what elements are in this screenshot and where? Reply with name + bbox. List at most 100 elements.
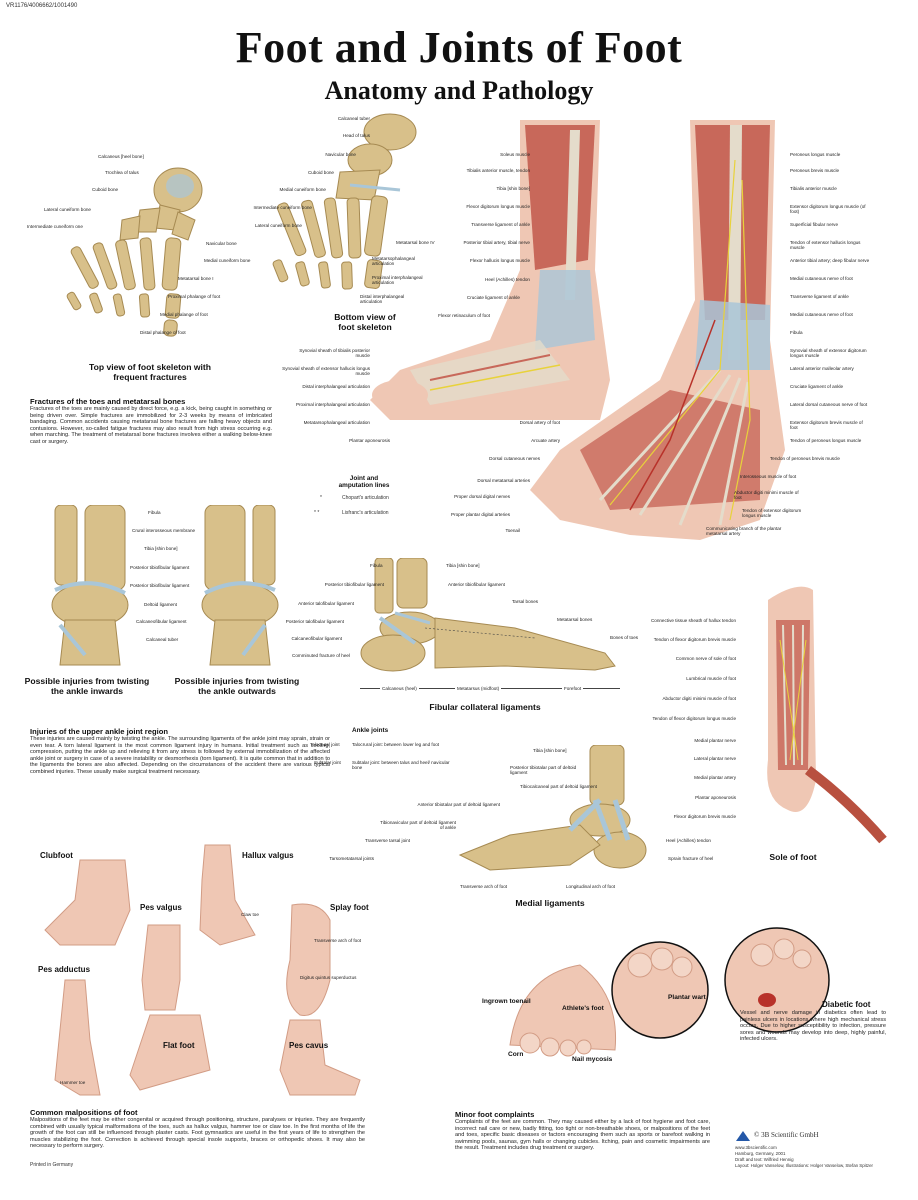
region-metatarsus: Metatarsus (midfoot) (455, 686, 502, 691)
label-transverse-ligament-front: Transverse ligament of ankle (790, 294, 849, 299)
fibular-caption: Fibular collateral ligaments (429, 702, 541, 712)
label-extensor-digitorum-longus: Extensor digitorum longus muscle (of foo… (790, 204, 866, 214)
label-fibula-ankle: Fibula (148, 510, 161, 515)
label-cuboid-bottom: Cuboid bone (307, 170, 334, 175)
diabetic-foot-illustration (724, 927, 830, 1033)
label-peroneus-longus: Peroneus longus muscle (790, 152, 841, 157)
bottom-view-skeleton-illustration (272, 113, 417, 290)
label-plantar-aponeurosis: Plantar aponeurosis (349, 438, 390, 443)
fractures-heading: Fractures of the toes and metatarsal bon… (30, 397, 186, 406)
label-metatarsal-4: Metatarsal bone IV (396, 240, 435, 245)
label-transverse-arch: Transverse arch of foot (460, 884, 508, 889)
label-proximal-interphalangeal-medial: Proximal interphalangeal articulation (295, 402, 370, 407)
label-transverse-tarsal: Transverse tarsal joint (364, 838, 410, 843)
label-cruciate-ligament-front: Cruciate ligament of ankle (790, 384, 844, 389)
label-posterior-tibiofibular-1: Posterior tibiofibular ligament (130, 565, 190, 570)
label-soleus: Soleus muscle (500, 152, 530, 157)
complaints-text: Complaints of the feet are common. They … (455, 1119, 710, 1152)
minor-complaints-illustration (509, 941, 709, 1057)
top-view-skeleton-illustration (66, 167, 203, 337)
label-tendon-peroneus-brevis: Tendon of peroneus brevis muscle (770, 456, 840, 461)
label-lateral-dorsal-cutaneous: Lateral dorsal cutaneous nerve of foot (790, 402, 868, 407)
label-sprain-fracture: Sprain fracture of heel (668, 856, 714, 861)
label-lateral-plantar-nerve: Lateral plantar nerve (693, 756, 736, 761)
label-peroneus-brevis: Peroneus brevis muscle (790, 168, 840, 173)
label-proper-plantar-digital-arteries: Proper plantar digital arteries (451, 512, 510, 517)
label-dorsal-cutaneous-nerves: Dorsal cutaneous nerves (489, 456, 540, 461)
complaints-heading: Minor foot complaints (455, 1110, 535, 1119)
ankle-inward-caption: Possible injuries from twisting the ankl… (24, 676, 150, 696)
talocrural-name: Talocrural joint (310, 742, 340, 747)
label-plantar-wart: Plantar wart (668, 994, 706, 1001)
ankle-outward-caption: Possible injuries from twisting the ankl… (174, 676, 300, 696)
label-flexor-hallucis: Flexor hallucis longus muscle (470, 258, 530, 263)
label-pes-valgus: Pes valgus (140, 903, 182, 912)
publisher-name: © 3B Scientific GmbH (754, 1131, 819, 1139)
label-trochlea: Trochlea of talus (105, 170, 139, 175)
publisher-layout: Layout: Holger Vanselow, Illustrations: … (735, 1163, 873, 1168)
label-lateral-cuneiform: Lateral cuneiform bone (44, 207, 91, 212)
label-tibia: Tibia [shin bone] (496, 186, 530, 191)
label-toenail: Toenail (505, 528, 520, 533)
label-post-talofibular: Posterior talofibular ligament (285, 619, 344, 624)
label-tibionavicular: Tibionavicular part of deltoid ligament … (380, 820, 456, 830)
label-flat-foot: Flat foot (163, 1041, 195, 1050)
label-hammer-toe: Hammer toe (60, 1080, 86, 1085)
label-corn: Corn (508, 1051, 524, 1058)
sole-caption: Sole of foot (769, 852, 817, 862)
label-calcaneofibular: Calcaneofibular ligament (136, 619, 187, 624)
label-arcuate-artery: Arcuate artery (531, 438, 560, 443)
label-abductor-digiti-minimi: Abductor digiti minimi muscle of foot (734, 490, 799, 500)
label-nail-mycosis: Nail mycosis (572, 1056, 613, 1063)
label-lateral-cuneiform-bottom: Lateral cuneiform bone (255, 223, 302, 228)
upper-ankle-heading: Injuries of the upper ankle joint region (30, 727, 168, 736)
label-medial-cutaneous-nerve-2: Medial cutaneous nerve of foot (790, 312, 853, 317)
label-common-nerve-sole: Common nerve of sole of foot (675, 656, 736, 661)
malpositions-heading: Common malpositions of foot (30, 1108, 138, 1117)
medial-foot-muscles-illustration (370, 120, 610, 420)
label-post-tibiofibular-fib: Posterior tibiofibular ligament (324, 582, 384, 587)
chopart-symbol: * (320, 495, 322, 501)
region-calcaneus: Calcaneus (heel) (380, 686, 419, 691)
label-abductor-digiti-sole: Abductor digiti minimi muscle of foot (662, 696, 736, 701)
label-distal-interphalangeal: Distal interphalangeal articulation (360, 294, 405, 304)
label-longitudinal-arch: Longitudinal arch of foot (566, 884, 616, 889)
label-clubfoot: Clubfoot (40, 851, 73, 860)
label-tibialis-anterior: Tibialis anterior muscle, tendon (466, 168, 530, 173)
lisfranc-label: Lisfranc's articulation (342, 510, 389, 516)
label-connective-tissue-sheath: Connective tissue sheath of hallux tendo… (650, 618, 736, 623)
joint-lines-heading: Joint and amputation lines (338, 475, 390, 489)
label-transverse-arch-splay: Transverse arch of foot (314, 938, 362, 943)
sole-of-foot-illustration (767, 586, 887, 844)
label-deltoid: Deltoid ligament (144, 602, 177, 607)
label-tibia-ankle: Tibia [shin bone] (144, 546, 178, 551)
label-tarsal-bones: Tarsal bones (512, 599, 539, 604)
printed-in: Printed in Germany (30, 1162, 74, 1168)
label-crural-membrane: Crural interosseous membrane (132, 528, 196, 533)
label-dorsal-metatarsal-arteries: Dorsal metatarsal arteries (477, 478, 530, 483)
label-calcaneal-tuber-ankle: Calcaneal tuber (146, 637, 179, 642)
medial-ligaments-illustration (458, 745, 647, 871)
label-proximal-interphalangeal: Proximal interphalangeal articulation (372, 275, 423, 285)
label-ant-tibiotalar: Anterior tibiotalar part of deltoid liga… (417, 802, 500, 807)
label-communicating-branch: Communicating branch of the plantar meta… (706, 526, 782, 536)
label-ant-tibiofibular-fib: Anterior tibiofibular ligament (448, 582, 505, 587)
label-intermediate-cuneiform-bottom: Intermediate cuneiform bone (253, 205, 312, 210)
label-bones-of-toes: Bones of toes (610, 635, 639, 640)
label-extensor-hallucis-tendon: Tendon of extensor hallucis longus muscl… (790, 240, 861, 250)
label-metatarsal-bones: Metatarsal bones (557, 617, 593, 622)
label-tarsometatarsal: Tarsometatarsal joints (329, 856, 374, 861)
bottom-view-caption: Bottom view of foot skeleton (334, 312, 396, 332)
label-distal-phalange: Distal phalange of foot (140, 330, 186, 335)
label-hallux-valgus: Hallux valgus (242, 851, 294, 860)
label-cuboid: Cuboid bone (92, 187, 119, 192)
fibular-ligaments-illustration (360, 558, 616, 672)
talocrural-desc: Talocrural joint: between lower leg and … (352, 742, 440, 747)
label-medial-cuneiform-bottom: Medial cuneiform bone (279, 187, 326, 192)
label-medial-plantar-artery: Medial plantar artery (694, 775, 736, 780)
label-calcaneofibular-fib: Calcaneofibular ligament (291, 636, 342, 641)
label-lateral-anterior-malleolar: Lateral anterior malleolar artery (790, 366, 854, 371)
label-tibialis-anterior-front: Tibialis anterior muscle (790, 186, 837, 191)
label-claw-toe: Claw toe (241, 912, 259, 917)
label-tibiocalcaneal: Tibiocalcaneal part of deltoid ligament (520, 784, 597, 789)
